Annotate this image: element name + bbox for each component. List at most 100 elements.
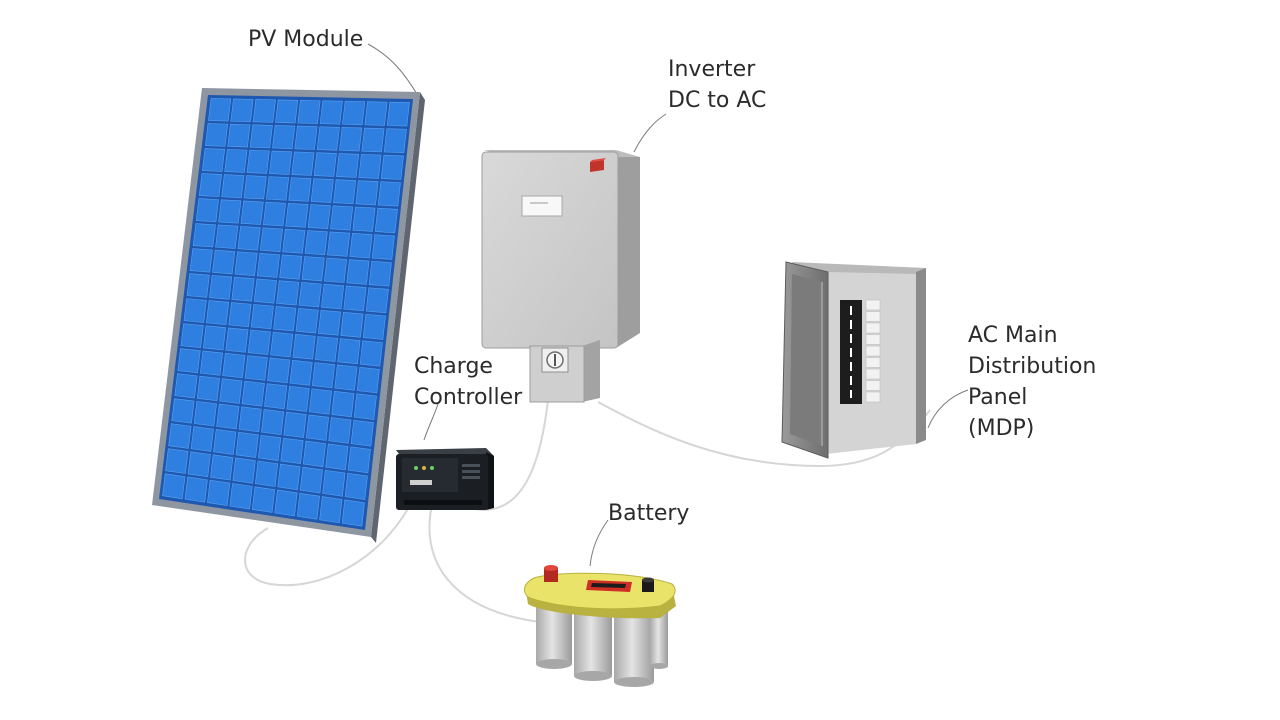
pv-cell <box>274 489 298 517</box>
pv-cell <box>313 152 337 177</box>
pv-cell <box>209 275 233 300</box>
charge-controller-label-line-1: Charge <box>414 354 493 379</box>
pv-cell <box>344 472 368 500</box>
controller-led-icon <box>414 466 418 470</box>
pv-cell <box>286 385 310 412</box>
pv-cell <box>240 200 264 225</box>
pv-cell <box>259 227 283 252</box>
pv-cell <box>346 259 370 285</box>
mdp-side <box>916 268 926 444</box>
mdp-breaker-slot <box>865 322 881 334</box>
leader-charge-controller <box>423 403 439 441</box>
inverter-label: Inverter DC to AC <box>668 54 766 116</box>
pv-cell <box>328 417 352 444</box>
pv-cell <box>383 128 407 154</box>
pv-cell <box>208 98 232 122</box>
pv-cell <box>218 199 242 224</box>
battery-label-caption: Battery <box>608 498 689 529</box>
pv-cell <box>282 228 306 254</box>
pv-module-label: PV Module <box>248 24 363 55</box>
pv-module <box>152 88 425 543</box>
pv-cell <box>325 443 349 471</box>
inverter-display <box>521 195 563 217</box>
pv-cell <box>258 434 282 461</box>
mdp-breaker-slot <box>865 334 881 345</box>
pv-cell <box>247 329 271 355</box>
battery-top <box>524 572 676 610</box>
pv-cell <box>331 390 355 418</box>
battery-label-text <box>591 583 626 588</box>
pv-cell <box>353 393 377 420</box>
controller-terminals <box>404 500 482 505</box>
pv-cell <box>246 149 270 174</box>
pv-cell <box>386 101 410 127</box>
pv-cell <box>283 411 307 438</box>
pv-cell <box>228 302 252 328</box>
pv-cell <box>361 127 385 153</box>
pv-cell <box>343 285 367 312</box>
pv-cell <box>183 298 207 323</box>
pv-cell <box>165 448 189 474</box>
pv-cell <box>231 276 255 302</box>
mdp-label: AC Main Distribution Panel (MDP) <box>968 320 1096 444</box>
pv-cell <box>267 357 291 384</box>
pv-module-label-text: PV Module <box>248 27 364 52</box>
pv-cell <box>277 463 301 491</box>
battery-cell <box>650 606 668 666</box>
pv-cell <box>168 423 192 449</box>
pv-cell <box>377 181 401 207</box>
pv-cell <box>225 327 249 353</box>
pv-cell <box>288 177 312 202</box>
battery-cells <box>536 604 668 687</box>
battery-cell <box>536 604 572 664</box>
mdp-breaker-slot <box>865 380 881 391</box>
pv-cell <box>270 331 294 358</box>
leader-battery <box>589 519 609 567</box>
pv-cells <box>162 98 410 527</box>
pv-cell <box>212 249 236 275</box>
pv-cell <box>162 473 186 500</box>
pv-cell <box>291 151 315 176</box>
pv-cell <box>289 359 313 386</box>
pv-cell <box>230 98 254 123</box>
charge-controller-label-line-2: Controller <box>414 385 523 410</box>
pv-cell <box>322 469 346 497</box>
pv-cell <box>292 334 316 360</box>
controller-vent <box>462 464 480 467</box>
pv-cell <box>243 175 267 200</box>
battery-cell-base <box>614 677 654 687</box>
pv-cell <box>202 325 227 351</box>
pv-cell <box>216 403 240 430</box>
controller-logo-icon <box>410 480 432 485</box>
pv-cell <box>327 231 351 257</box>
pv-cell <box>359 340 383 367</box>
pv-cell <box>222 352 246 379</box>
pv-cell <box>266 176 290 201</box>
pv-cell <box>198 173 222 197</box>
pv-cell <box>352 206 376 232</box>
pv-cell <box>358 154 382 179</box>
charge-controller <box>396 448 494 510</box>
pv-cell <box>199 350 223 376</box>
mdp-breaker-labels <box>865 299 881 403</box>
pv-cell <box>301 256 325 282</box>
pv-cell <box>330 205 354 231</box>
pv-cell <box>184 476 208 503</box>
charge-controller-label: Charge Controller <box>414 351 522 413</box>
battery-negative-terminal-icon <box>642 577 654 592</box>
pv-cell <box>177 348 201 374</box>
mdp-label-line-2: Distribution <box>968 354 1097 379</box>
pv-cell <box>380 154 404 180</box>
pv-cell <box>304 230 328 256</box>
inverter <box>481 150 640 403</box>
pv-cell <box>318 310 342 336</box>
pv-cell <box>206 300 230 325</box>
dc-disconnect-side <box>582 340 600 402</box>
wire-controller-to-battery <box>428 504 541 623</box>
pv-cell <box>202 148 226 172</box>
pv-cell <box>255 460 279 487</box>
mdp-label-line-4: (MDP) <box>968 416 1035 441</box>
leader-mdp <box>927 389 969 429</box>
pv-cell <box>336 153 360 178</box>
